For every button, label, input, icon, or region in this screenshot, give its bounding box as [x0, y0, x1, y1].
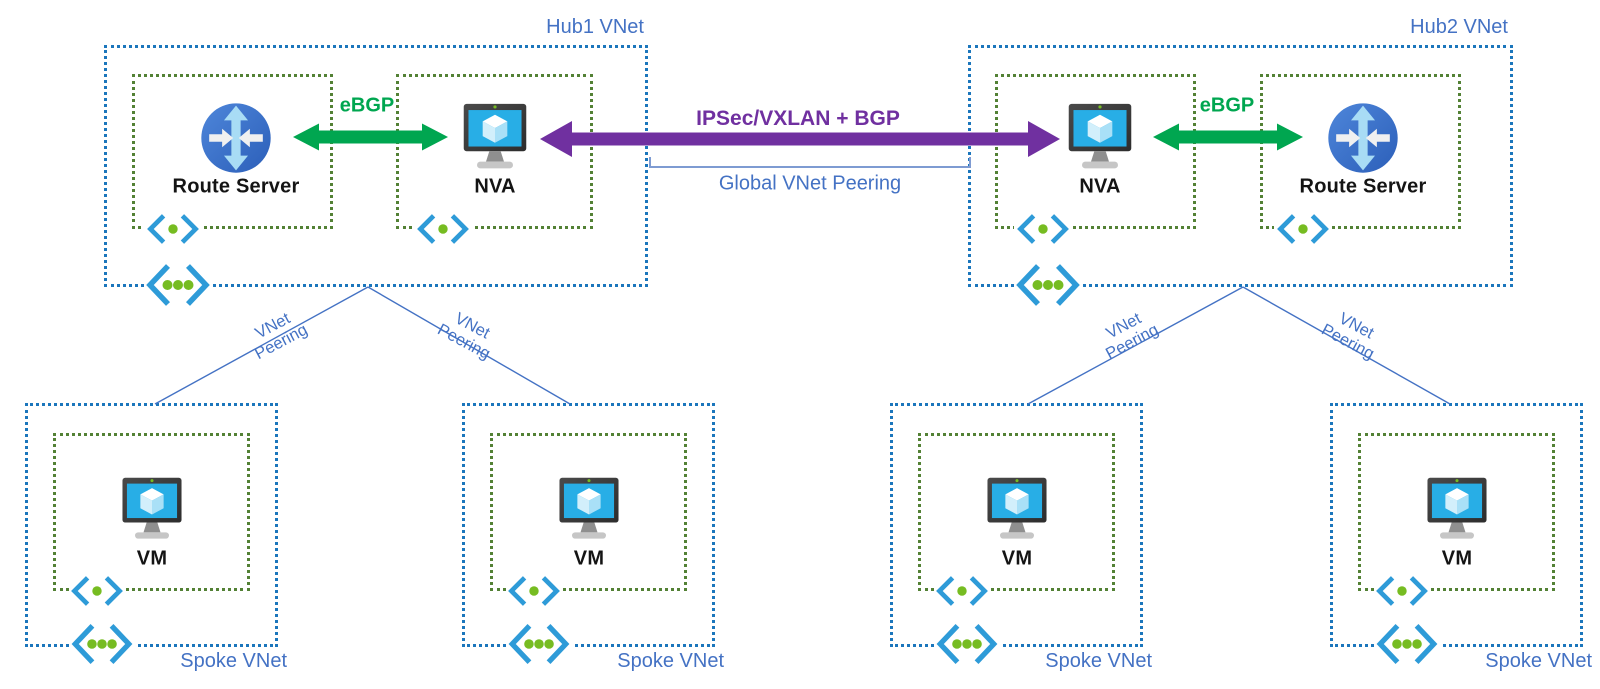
spoke3-subnet-box — [918, 433, 1115, 591]
hub1-vnet-box — [104, 45, 648, 287]
spoke1-subnet-box — [53, 433, 250, 591]
peering-line-hub1-spoke2 — [367, 286, 571, 405]
spoke3-vnet-box — [890, 403, 1143, 647]
spoke2-subnet-box — [490, 433, 687, 591]
spoke4-subnet-box — [1358, 433, 1555, 591]
peering-line-hub2-spoke4 — [1242, 286, 1451, 405]
global-vnet-peering-line — [649, 157, 971, 168]
hub1-nva-subnet-box — [396, 74, 593, 229]
ipsec-vxlan-arrow — [540, 121, 1060, 157]
spoke1-vnet-box — [25, 403, 278, 647]
peering-line-hub1-spoke1 — [154, 286, 369, 405]
hub1-routeserver-subnet-box — [132, 74, 333, 229]
hub2-ebgp-arrow — [1153, 123, 1303, 151]
hub2-nva-subnet-box — [995, 74, 1196, 229]
hub2-routeserver-subnet-box — [1260, 74, 1461, 229]
hub1-ebgp-arrow — [293, 123, 448, 151]
peering-line-hub2-spoke3 — [1027, 286, 1244, 405]
spoke4-vnet-box — [1330, 403, 1583, 647]
spoke2-vnet-box — [462, 403, 715, 647]
